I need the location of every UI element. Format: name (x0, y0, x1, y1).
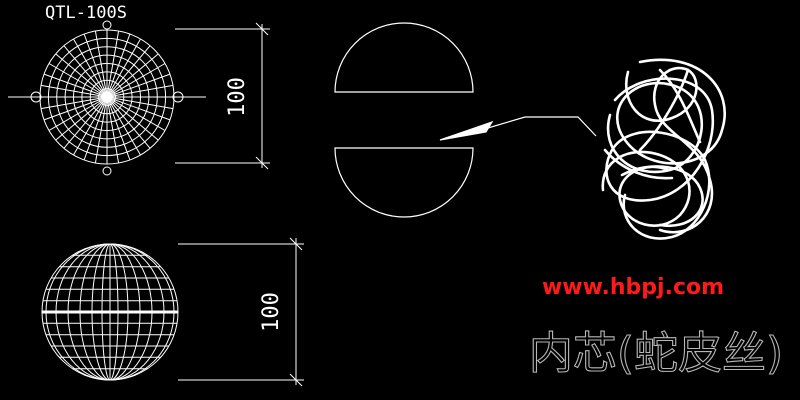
mesh-spoke (63, 45, 108, 98)
mesh-spoke (106, 45, 151, 98)
mesh-spoke (63, 96, 108, 149)
mesh-spoke (106, 96, 151, 149)
top-dimension-value: 100 (225, 77, 250, 117)
leader-arrow-icon (439, 116, 597, 141)
mesh-spoke (106, 33, 131, 98)
mesh-spoke (40, 96, 108, 110)
mesh-spoke (43, 73, 108, 98)
mesh-spoke (106, 63, 166, 98)
top-dimension (175, 22, 270, 170)
mesh-spoke (83, 96, 108, 161)
filter-ball-side-view-icon (41, 243, 179, 381)
mesh-spoke (94, 96, 108, 164)
mesh-spoke (73, 38, 108, 98)
mesh-spoke (106, 96, 120, 164)
mesh-spoke (73, 96, 108, 156)
filter-ball-top-view-icon (8, 20, 206, 176)
serpentine-wire-coil-icon (601, 58, 726, 240)
mesh-spoke (48, 63, 108, 98)
mesh-spoke (106, 96, 131, 161)
bottom-dimension (178, 237, 304, 387)
mesh-spoke (40, 84, 108, 98)
mesh-spoke (55, 53, 108, 98)
mesh-spoke (106, 53, 159, 98)
mesh-spoke (106, 96, 159, 141)
website-url: www.hbpj.com (542, 275, 724, 300)
core-caption: 内芯(蛇皮丝) (529, 328, 783, 379)
model-label: QTL-100S (45, 3, 127, 23)
mesh-spoke (106, 84, 174, 98)
mesh-spoke (83, 33, 108, 98)
mesh-spoke (106, 96, 141, 156)
mesh-spoke (106, 96, 174, 110)
mesh-spoke (94, 30, 108, 98)
mesh-spoke (43, 96, 108, 121)
mesh-spoke (106, 30, 120, 98)
mesh-spoke (106, 96, 171, 121)
mesh-spoke (106, 38, 141, 98)
mesh-spoke (106, 96, 166, 131)
mesh-spoke (48, 96, 108, 131)
mesh-spoke (55, 96, 108, 141)
mesh-spoke (106, 73, 171, 98)
bottom-dimension-value: 100 (259, 292, 284, 332)
split-hemisphere-shell-icon (334, 22, 474, 218)
